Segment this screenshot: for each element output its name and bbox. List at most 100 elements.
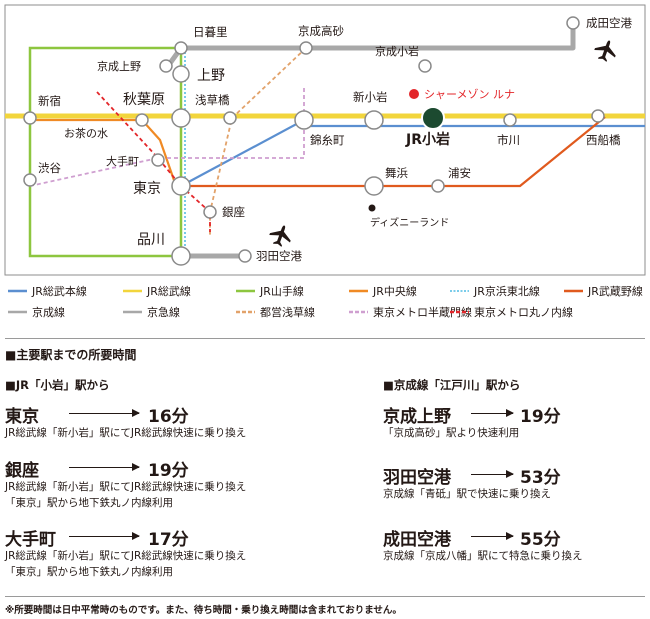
travel-time: 55分 <box>520 530 561 550</box>
route-note: 「東京」駅から地下鉄丸ノ内線利用 <box>5 566 173 578</box>
arrow-icon <box>471 409 514 417</box>
label-jr-koiwa: JR小岩 <box>405 131 450 148</box>
station-otemachi <box>151 153 165 167</box>
legend-label: JR武蔵野線 <box>587 284 643 298</box>
label-maihama: 舞浜 <box>385 166 408 180</box>
property-marker-icon <box>409 89 419 99</box>
label-akihabara: 秋葉原 <box>123 92 165 108</box>
yamanote-line <box>28 46 183 258</box>
label-keisei-takasago: 京成高砂 <box>298 24 344 38</box>
label-nishifunabashi: 西船橋 <box>586 133 621 147</box>
station-asakusabashi <box>223 111 237 125</box>
legend-label: JR京浜東北線 <box>473 284 540 298</box>
footnote: ※所要時間は日中平常時のものです。また、待ち時間・乗り換え時間は含まれておりませ… <box>5 605 402 616</box>
station-haneda-airport <box>238 249 252 263</box>
travel-time: 19分 <box>148 461 189 481</box>
travel-time: 53分 <box>520 468 561 488</box>
label-asakusabashi: 浅草橋 <box>195 93 230 107</box>
station-shibuya <box>23 173 37 187</box>
station-ochanomizu <box>135 113 149 127</box>
station-kinshicho <box>294 110 314 130</box>
route-note: JR総武線「新小岩」駅にてJR総武線快速に乗り換え <box>5 481 247 493</box>
station-akihabara <box>171 108 191 128</box>
destination-name: 大手町 <box>5 530 56 550</box>
destination-row: 羽田空港 53分 <box>383 463 633 488</box>
arrow-icon <box>69 409 140 417</box>
route-note: 京成線「京成八幡」駅にて特急に乗り換え <box>383 550 583 562</box>
legend-label: JR総武線 <box>146 284 191 298</box>
destination-name: 京成上野 <box>383 407 451 427</box>
musashino-line <box>181 116 606 188</box>
access-title: ■主要駅までの所要時間 <box>5 348 137 362</box>
label-shibuya: 渋谷 <box>38 161 61 175</box>
label-urayasu: 浦安 <box>448 166 471 180</box>
disneyland-dot-icon <box>368 204 376 212</box>
legend-label: 東京メトロ半蔵門線 <box>373 305 472 319</box>
legend-label: 東京メトロ丸ノ内線 <box>474 305 573 319</box>
route-map: 日暮里 京成高砂 成田空港 京成上野 上野 京成小岩 秋葉原 浅草橋 新小岩 シ… <box>4 4 646 319</box>
station-keisei-takasago <box>299 41 313 55</box>
toei-asakusa-line <box>209 47 307 235</box>
arrow-icon <box>69 532 140 540</box>
jr-heading: ■JR「小岩」駅から <box>5 378 110 392</box>
station-narita-airport <box>566 16 580 30</box>
label-disneyland: ディズニーランド <box>370 216 449 229</box>
station-urayasu <box>431 179 445 193</box>
station-jr-koiwa <box>421 106 445 130</box>
destination-row: 京成上野 19分 <box>383 402 633 427</box>
keisei-heading: ■京成線「江戸川」駅から <box>383 378 521 392</box>
station-maihama <box>364 176 384 196</box>
label-shinkoiwa: 新小岩 <box>353 90 388 104</box>
station-nippori <box>174 41 188 55</box>
station-ichikawa <box>503 113 517 127</box>
route-note: 京成線「青砥」駅で快速に乗り換え <box>383 488 551 500</box>
destination-name: 東京 <box>5 407 39 427</box>
divider <box>5 596 645 597</box>
legend-label: JR山手線 <box>259 284 304 298</box>
travel-time: 19分 <box>520 407 561 427</box>
station-keisei-ueno <box>159 59 173 73</box>
label-otemachi: 大手町 <box>106 154 139 168</box>
label-haneda-airport: 羽田空港 <box>256 249 302 263</box>
station-nishifunabashi <box>591 109 605 123</box>
station-ueno <box>172 65 190 83</box>
station-shinkoiwa <box>364 110 384 130</box>
route-note: JR総武線「新小岩」駅にてJR総武線快速に乗り換え <box>5 427 247 439</box>
label-ichikawa: 市川 <box>497 133 520 147</box>
station-shinjuku <box>23 111 37 125</box>
arrow-icon <box>471 532 514 540</box>
legend-label: 京急線 <box>147 305 180 319</box>
legend-label: 京成線 <box>32 305 65 319</box>
label-shinagawa: 品川 <box>137 232 165 248</box>
label-shinjuku: 新宿 <box>38 94 61 108</box>
route-note: 「京成高砂」駅より快速利用 <box>383 427 520 439</box>
destination-name: 銀座 <box>5 461 39 481</box>
label-property: シャーメゾン ルナ <box>424 88 515 101</box>
route-note: JR総武線「新小岩」駅にてJR総武線快速に乗り換え <box>5 550 247 562</box>
destination-name: 羽田空港 <box>383 468 451 488</box>
legend-label: JR総武本線 <box>31 284 87 298</box>
destination-row: 東京 16分 <box>5 402 255 427</box>
label-kinshicho: 錦糸町 <box>310 133 345 147</box>
legend-label: 都営浅草線 <box>260 305 315 319</box>
travel-time: 17分 <box>148 530 189 550</box>
arrow-icon <box>69 463 140 471</box>
arrow-icon <box>471 470 514 478</box>
route-note: 「東京」駅から地下鉄丸ノ内線利用 <box>5 497 173 509</box>
label-keisei-koiwa: 京成小岩 <box>375 44 419 58</box>
station-shinagawa <box>171 246 191 266</box>
destination-row: 大手町 17分 <box>5 525 255 550</box>
label-ochanomizu: お茶の水 <box>64 127 108 140</box>
label-ginza: 銀座 <box>222 205 245 219</box>
label-nippori: 日暮里 <box>193 25 228 39</box>
station-ginza <box>203 205 217 219</box>
divider <box>5 338 645 339</box>
travel-time: 16分 <box>148 407 189 427</box>
chuo-line <box>30 118 178 187</box>
label-tokyo: 東京 <box>133 181 161 197</box>
label-keisei-ueno: 京成上野 <box>97 59 141 73</box>
station-tokyo <box>171 176 191 196</box>
label-narita-airport: 成田空港 <box>586 16 632 30</box>
